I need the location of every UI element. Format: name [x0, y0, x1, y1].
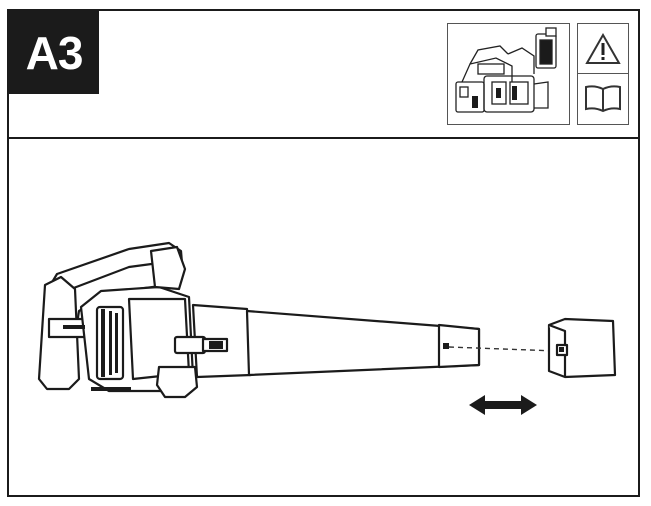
double-arrow-icon	[469, 395, 537, 415]
warning-cell	[578, 24, 628, 74]
warning-triangle-icon	[585, 32, 621, 64]
blower-illustration	[37, 241, 617, 415]
alignment-line	[448, 346, 558, 352]
illustration-area	[9, 139, 638, 497]
blower-details	[63, 309, 449, 391]
step-label: A3	[9, 11, 99, 94]
safety-icons	[577, 23, 629, 125]
panel-header: A3	[9, 11, 638, 139]
manual-cell	[578, 74, 628, 124]
instruction-panel: A3	[7, 9, 640, 497]
nozzle-attachment	[547, 317, 617, 379]
read-manual-book-icon	[585, 85, 621, 113]
thumbnail-drawing	[448, 24, 568, 123]
tool-overview-thumbnail	[447, 23, 570, 125]
